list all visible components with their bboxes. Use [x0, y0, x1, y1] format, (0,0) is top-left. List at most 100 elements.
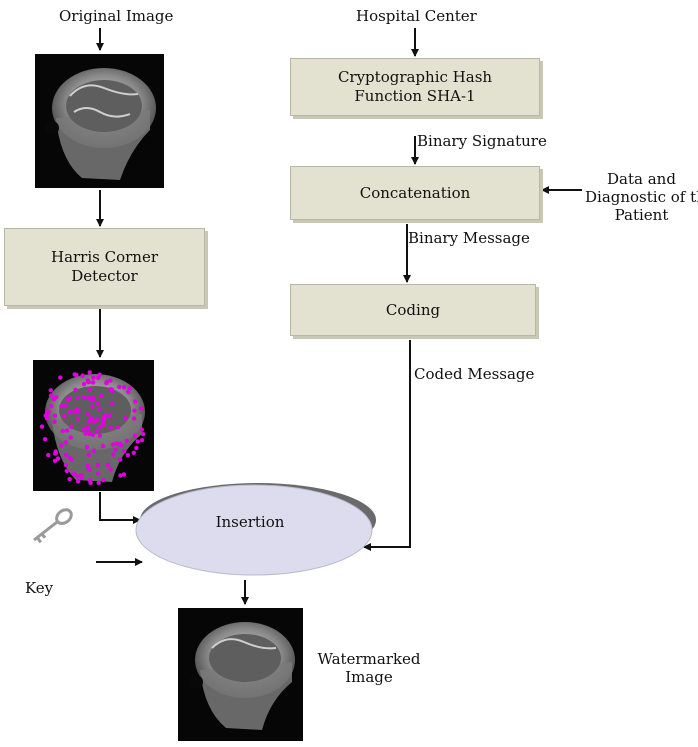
corner-point: [52, 419, 57, 424]
corner-point: [101, 477, 106, 483]
corner-point: [108, 378, 113, 383]
corner-point: [68, 409, 73, 414]
corner-point: [52, 413, 58, 418]
insertion-label: Insertion: [215, 513, 285, 531]
corner-point: [108, 467, 113, 472]
corner-point: [117, 384, 122, 389]
corner-point: [95, 462, 101, 468]
corner-point: [43, 413, 48, 418]
corner-point: [58, 375, 63, 380]
corner-point: [88, 480, 93, 486]
corner-point: [124, 438, 129, 443]
corner-point: [64, 468, 70, 474]
corner-point: [85, 412, 90, 417]
corner-point: [104, 380, 109, 386]
corner-point: [75, 395, 81, 401]
hash-line1: Cryptographic Hash: [337, 68, 493, 86]
watermarked-line2: Image: [345, 668, 393, 686]
concatenation-label: Concatenation: [359, 183, 471, 202]
corner-point: [89, 416, 94, 421]
corner-point: [132, 433, 138, 438]
corner-point: [86, 466, 92, 471]
corner-point: [100, 443, 106, 449]
corner-point: [87, 431, 92, 437]
corner-point: [95, 401, 101, 406]
corner-point: [127, 386, 132, 391]
corner-point: [67, 455, 73, 461]
patient-data-line3: Patient: [614, 206, 669, 224]
mri-corner-points-icon: [33, 360, 154, 491]
corner-point: [131, 450, 136, 455]
mri-watermarked-icon: [178, 608, 303, 741]
corner-point: [68, 435, 73, 440]
corner-point: [141, 432, 146, 437]
hash-line2: Function SHA-1: [354, 87, 476, 105]
corner-point: [118, 473, 123, 478]
corner-point: [110, 442, 116, 447]
corner-point: [126, 389, 131, 395]
corner-point: [139, 406, 144, 411]
key-label: Key: [25, 579, 54, 597]
harris-line2: Detector: [71, 267, 138, 285]
corner-point: [110, 388, 115, 394]
corner-point: [74, 407, 79, 412]
harris-corner-detector-box: Harris Corner Detector: [4, 228, 205, 306]
corner-point: [90, 380, 96, 385]
corner-point: [42, 437, 48, 442]
corner-point: [90, 432, 96, 437]
corner-point: [65, 397, 71, 402]
corner-point: [83, 431, 88, 436]
corner-point: [53, 449, 58, 454]
corner-point: [114, 441, 119, 446]
corner-point: [63, 403, 69, 408]
corner-point: [39, 424, 45, 429]
corner-point: [80, 373, 85, 378]
corner-point: [134, 445, 139, 451]
corner-point: [96, 480, 101, 486]
corner-point: [52, 458, 58, 463]
corner-point: [123, 416, 128, 421]
corner-point: [109, 401, 115, 406]
arrow-corners-to-insertion: [99, 492, 141, 524]
corner-point: [87, 387, 93, 392]
corner-point: [81, 382, 87, 387]
concatenation-box: Concatenation: [290, 166, 540, 220]
corner-point: [71, 471, 77, 476]
corner-point: [59, 403, 64, 409]
coding-label: Coding: [385, 300, 441, 319]
key-icon: [33, 508, 73, 544]
corner-point: [79, 473, 84, 478]
corner-point: [132, 408, 137, 413]
patient-data-line2: Diagnostic of the: [585, 188, 698, 206]
corner-point: [96, 471, 101, 476]
corner-point: [94, 428, 100, 434]
corner-point: [139, 427, 144, 432]
corner-point: [48, 388, 53, 393]
corner-point: [113, 447, 118, 453]
corner-point: [125, 453, 131, 458]
corner-point: [46, 452, 51, 458]
corner-point: [121, 472, 127, 477]
original-image-label: Original Image: [59, 7, 174, 25]
binary-message-label: Binary Message: [408, 229, 530, 247]
coding-box: Coding: [290, 284, 536, 336]
corner-point: [90, 397, 95, 403]
corner-point: [84, 444, 90, 450]
corner-point: [73, 387, 78, 392]
corner-point: [86, 419, 92, 424]
corner-point: [96, 406, 102, 412]
corner-point: [117, 457, 123, 462]
corner-point: [45, 409, 50, 414]
corner-point: [85, 425, 90, 430]
corner-point: [65, 428, 70, 433]
corner-point: [74, 372, 79, 378]
corner-point: [48, 393, 54, 398]
binary-signature-label: Binary Signature: [417, 132, 547, 150]
corner-point: [100, 422, 106, 427]
corner-point: [99, 393, 104, 399]
corner-point: [133, 399, 138, 404]
corner-point: [111, 452, 116, 457]
patient-data-label: Data and Diagnostic of the Patient: [585, 170, 698, 224]
